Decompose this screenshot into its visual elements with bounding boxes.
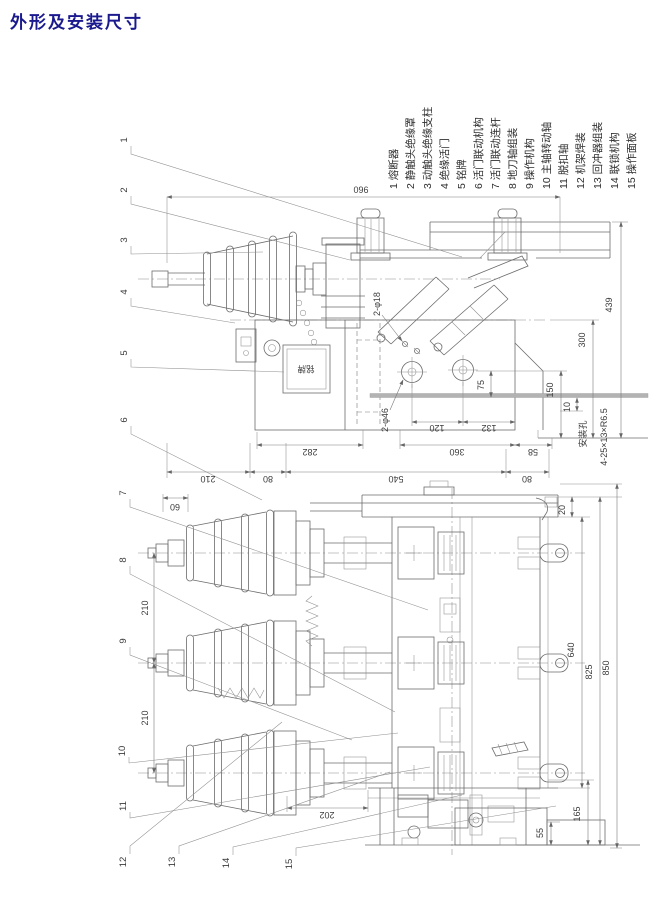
dim-right-850: 850 [601,660,611,675]
side-view-dimensions: 096 2-φ18 2-φ46 439 300 150 75 10 120 [166,185,628,466]
mounting-hole-spec: 4-25×13×R6.5 [599,408,609,466]
dim-left-210a: 210 [140,600,150,615]
callout-4: 4 [119,289,130,294]
callout-14: 14 [221,858,232,869]
callout-10: 10 [117,746,128,757]
dim-202: 202 [319,810,334,820]
dim-height-75: 75 [476,380,486,390]
legend-item: 13 回冲器组装 [591,121,604,189]
dim-width-282: 282 [302,447,317,457]
legend-item: 12 机架焊装 [574,132,587,189]
dim-left-210b: 210 [140,710,150,725]
legend-item: 1 熔断器 [387,148,400,189]
dim-top-80b: 80 [522,474,532,484]
callout-13: 13 [167,857,178,868]
legend-item: 6 活门联动机构 [472,117,485,189]
dim-width-58: 58 [528,447,538,457]
legend-item: 3 动触头绝缘支柱 [421,106,434,189]
legend-item: 10 主轴转动轴 [540,122,553,189]
callout-3: 3 [119,237,130,242]
pole-1 [147,509,569,597]
pole-2 [147,619,569,707]
callout-9: 9 [118,638,129,643]
callout-2: 2 [119,187,130,192]
legend-item: 9 操作机构 [523,138,536,189]
mounting-hole-label: 安装孔 [577,420,588,447]
dim-right-55: 55 [535,828,545,838]
dim-overall-depth: 096 [353,185,368,195]
callout-12: 12 [118,857,129,868]
legend-item: 8 地刀轴组装 [506,127,519,189]
dim-right-165: 165 [572,806,582,821]
dim-height-300: 300 [577,332,587,347]
dim-holes-phi18: 2-φ18 [372,292,382,316]
dim-right-640: 640 [566,642,576,657]
dim-right-825: 825 [584,664,594,679]
side-view-drawing: 铭牌 [138,208,649,439]
callout-5: 5 [119,350,130,355]
legend-item: 5 铭牌 [455,159,468,189]
legend-item: 15 操作面板 [625,132,638,189]
legend-item: 2 静触头绝缘罩 [404,117,417,189]
callout-6: 6 [119,417,130,422]
dim-height-150: 150 [545,382,555,397]
dim-holes-phi46: 2-φ46 [380,408,390,432]
page-title: 外形及安装尺寸 [10,13,143,32]
callout-7: 7 [118,490,129,495]
legend-item: 4 绝缘活门 [438,138,451,189]
callout-1: 1 [119,137,130,142]
front-view-callouts: 7 8 9 10 11 12 13 14 15 [117,490,557,870]
legend-item: 7 活门联动连杆 [489,117,502,189]
dim-width-360: 360 [449,447,464,457]
dim-width-120: 120 [429,423,444,433]
dim-right-20: 20 [557,505,567,515]
dim-height-10: 10 [562,402,572,412]
side-view-callouts: 1 2 3 4 5 6 [119,137,463,501]
dim-top-540: 540 [388,474,403,484]
callout-11: 11 [118,801,129,811]
callout-8: 8 [118,557,129,562]
legend-item: 14 联锁机构 [608,132,621,189]
parts-legend: 1 熔断器 2 静触头绝缘罩 3 动触头绝缘支柱 4 绝缘活门 5 铭牌 6 活… [387,106,638,189]
legend-item: 11 脱扣轴 [557,144,570,189]
nameplate-text: 铭牌 [297,364,315,374]
front-view-dimensions: 210 80 540 80 60 210 210 20 640 [140,443,622,849]
callout-15: 15 [284,859,295,870]
dim-height-439: 439 [604,297,614,312]
dim-top-80a: 80 [263,474,273,484]
front-view-drawing [138,480,640,855]
pole-3 [147,729,569,817]
dim-width-132: 132 [481,423,496,433]
dim-60: 60 [170,502,180,512]
dim-top-210: 210 [200,474,215,484]
